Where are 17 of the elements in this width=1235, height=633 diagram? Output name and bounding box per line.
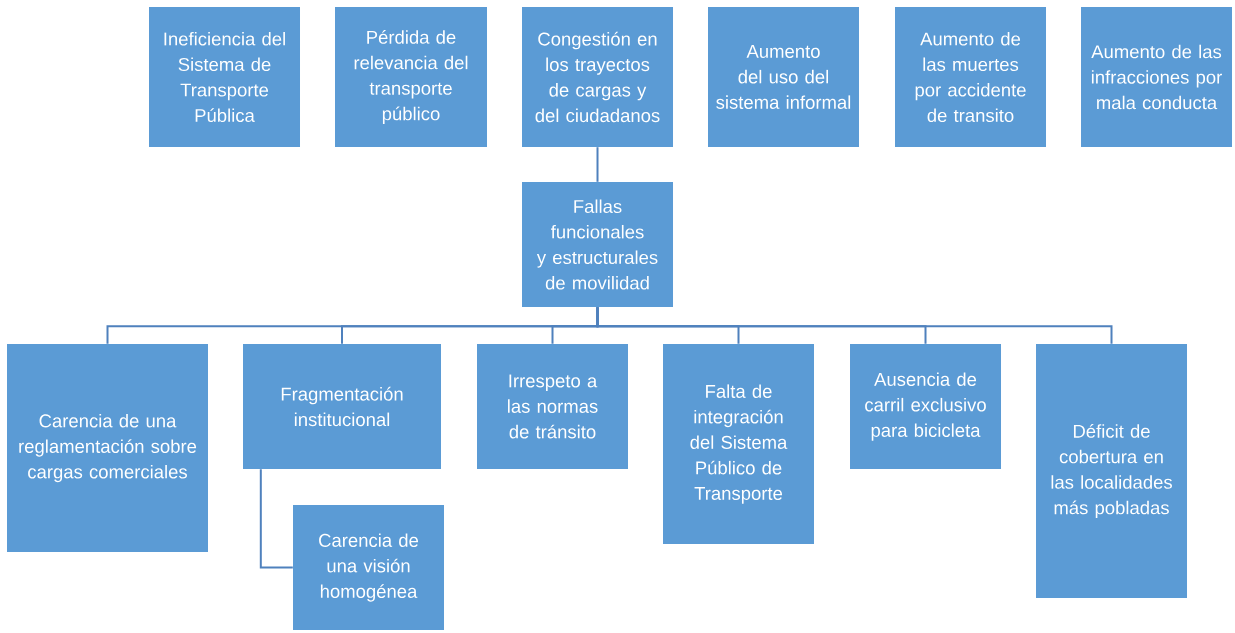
cause-box: Aumento del uso del sistema informal xyxy=(708,7,859,147)
cause-box: Falta de integración del Sistema Público de Transporte xyxy=(663,344,814,544)
cause-box: Ausencia de carril exclusivo para bicicleta xyxy=(850,344,1001,469)
cause-box: Irrespeto a las normas de tránsito xyxy=(477,344,628,469)
cause-box: Carencia de una reglamentación sobre cargas comerciales xyxy=(7,344,208,552)
cause-box: Déficit de cobertura en las localidades más pobladas xyxy=(1036,344,1187,598)
cause-box: Pérdida de relevancia del transporte público xyxy=(335,7,487,147)
connector-line xyxy=(259,468,294,569)
cause-box: Fragmentación institucional xyxy=(243,344,441,469)
cause-box: Ineficiencia del Sistema de Transporte Pública xyxy=(149,7,300,147)
connector-line xyxy=(596,306,1113,345)
cause-box: Aumento de las muertes por accidente de transito xyxy=(895,7,1046,147)
cause-box: Fallas funcionales y estructurales de movilidad xyxy=(522,182,673,307)
cause-box: Aumento de las infracciones por mala conducta xyxy=(1081,7,1232,147)
cause-box: Carencia de una visión homogénea xyxy=(293,505,444,630)
cause-box: Congestión en los trayectos de cargas y del ciudadanos xyxy=(522,7,673,147)
connector-line xyxy=(596,146,599,183)
